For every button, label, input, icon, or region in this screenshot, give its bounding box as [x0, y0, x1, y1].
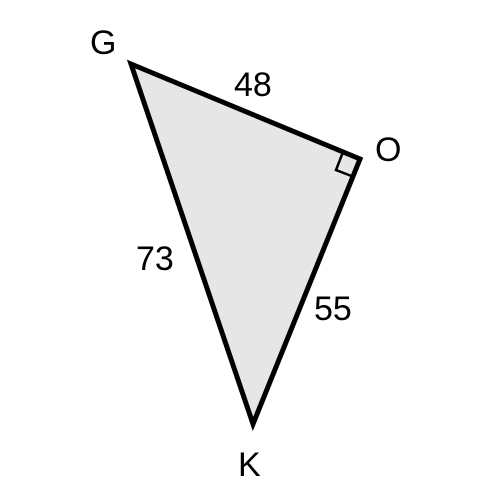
side-label-gk: 73 — [136, 240, 174, 278]
side-label-go: 48 — [234, 66, 272, 104]
vertex-label-k: K — [238, 446, 261, 484]
vertex-label-o: O — [375, 131, 401, 169]
right-angle-marker — [334, 151, 355, 179]
triangle-gok — [126, 59, 364, 432]
vertex-label-g: G — [90, 24, 116, 62]
side-label-ok: 55 — [314, 290, 352, 328]
